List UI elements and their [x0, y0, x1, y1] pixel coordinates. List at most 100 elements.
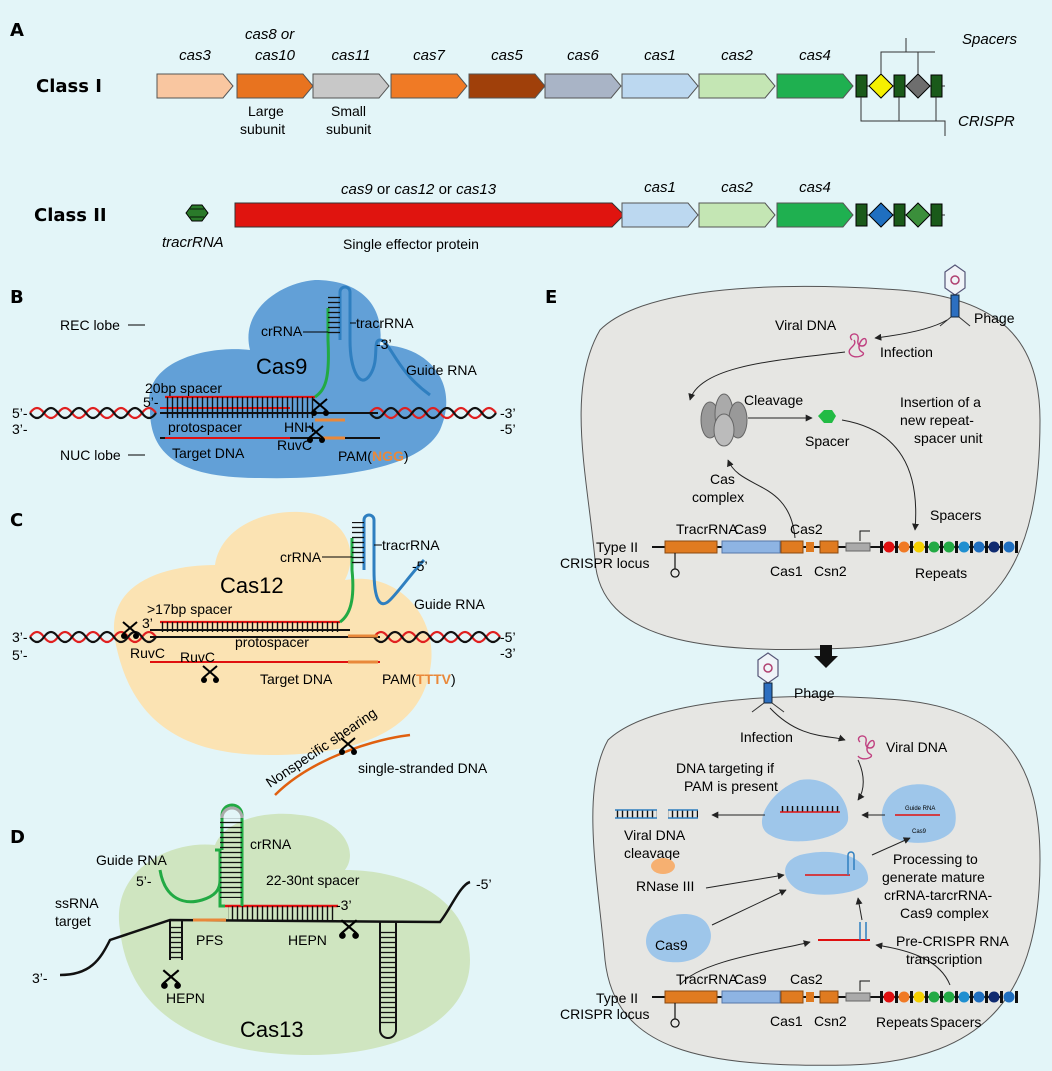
cas2-gene-label: Cas2	[790, 521, 823, 537]
crispr-label: CRISPR	[958, 113, 1015, 130]
right-bottom-end: -5’	[500, 421, 516, 437]
cas9-gene-label: Cas9	[734, 521, 767, 537]
cas12-protein-shape	[113, 511, 432, 755]
cas-complex-line2: complex	[692, 489, 744, 505]
panel-d: Guide RNA crRNA 5’- 22-30nt spacer -3’ s…	[32, 803, 492, 1055]
large-subunit-line2: subunit	[240, 121, 285, 137]
class2-gene-cas1	[621, 202, 699, 228]
five-prime-label: 5’-	[136, 873, 152, 889]
targeting-line2: PAM is present	[684, 778, 778, 794]
class1-gene-label-cas7: cas7	[413, 47, 445, 64]
class1-gene-cas2	[698, 73, 776, 99]
pre-crispr-line1: Pre-CRISPR RNA	[896, 933, 1009, 949]
panel-label-e: E	[545, 287, 557, 308]
panel-b: REC lobe crRNA tracrRNA -3’ Cas9 Guide R…	[12, 280, 516, 479]
class2-gene-label-cas1: cas1	[644, 179, 676, 196]
rec-lobe-label: REC lobe	[60, 317, 120, 333]
cas13-label: Cas13	[240, 1017, 304, 1042]
spacer-dot	[988, 991, 1000, 1003]
spacer-dot	[913, 991, 925, 1003]
ssrna-label-line2: target	[55, 913, 91, 929]
class1-gene-cas11	[312, 73, 390, 99]
repeats-label: Repeats	[915, 565, 967, 581]
cas9-gene-label-bottom: Cas9	[734, 971, 767, 987]
leader-block	[845, 992, 871, 1002]
class1-gene-label-cas10: cas10	[255, 47, 296, 64]
spacer-dot	[1003, 991, 1015, 1003]
viral-dna-label-bottom: Viral DNA	[886, 739, 948, 755]
viral-dna-icon	[848, 333, 867, 358]
panel-label-c: C	[10, 510, 23, 531]
class1-gene-label-cas11: cas11	[332, 47, 371, 64]
tracrrna-label: tracrRNA	[382, 537, 440, 553]
class1-gene-label-cas4: cas4	[799, 47, 831, 64]
class2-gene-label-cas2: cas2	[721, 179, 753, 196]
rnase-iii-icon	[651, 858, 675, 874]
rnase-label: RNase III	[636, 878, 694, 894]
guide-rna-label: Guide RNA	[414, 596, 485, 612]
top-locus-line2: CRISPR locus	[560, 555, 649, 571]
pam-label: PAM(NGG)	[338, 448, 409, 464]
spacer-dot	[1003, 541, 1015, 553]
phage-label-bottom: Phage	[794, 685, 835, 701]
class1-gene-cas4	[776, 73, 854, 99]
cleavage-line2: cleavage	[624, 845, 680, 861]
targeting-line1: DNA targeting if	[676, 760, 774, 776]
bacterial-cell-top	[580, 285, 1041, 651]
pfs-label: PFS	[196, 932, 223, 948]
infection-label-bottom: Infection	[740, 729, 793, 745]
ruvc-label: RuvC	[130, 645, 165, 661]
spacers-label: Spacers	[962, 31, 1018, 48]
class1-label: Class I	[36, 76, 102, 97]
class1-gene-label-cas6: cas6	[567, 47, 599, 64]
pre-crispr-line2: transcription	[906, 951, 982, 967]
panel-label-b: B	[10, 287, 24, 308]
tracrrna-label: TracrRNA	[676, 521, 738, 537]
spacer-dot	[898, 541, 910, 553]
cas1-gene-label-bottom: Cas1	[770, 1013, 803, 1029]
cas9-protein-icon	[646, 914, 711, 963]
protospacer-label: protospacer	[168, 419, 242, 435]
leader-block	[845, 542, 871, 552]
spacer-dot	[928, 541, 940, 553]
three-prime-label: -3’	[336, 897, 352, 913]
crrna-label: crRNA	[261, 323, 303, 339]
csn2-gene-block	[806, 542, 814, 552]
cas9-protein-label: Cas9	[655, 937, 688, 953]
effector-gene-arrow	[234, 202, 625, 228]
insertion-line3: spacer unit	[914, 430, 983, 446]
class2-label: Class II	[34, 205, 107, 226]
tracrrna-gene-block	[664, 990, 718, 1004]
crrna-label: crRNA	[250, 836, 292, 852]
bottom-locus-line2: CRISPR locus	[560, 1006, 649, 1022]
hepn-label-right: HEPN	[288, 932, 327, 948]
class1-gene-cas5	[468, 73, 546, 99]
cas2-gene-label-bottom: Cas2	[790, 971, 823, 987]
cas9-guide-complex	[881, 784, 956, 843]
infection-label: Infection	[880, 344, 933, 360]
crispr-locus-top	[652, 530, 1018, 578]
class2-crispr-array	[855, 202, 945, 228]
cas9-gene-block	[721, 540, 781, 554]
cas9-label: Cas9	[256, 354, 307, 379]
repeats-label-bottom: Repeats	[876, 1014, 928, 1030]
nuc-lobe-label: NUC lobe	[60, 447, 121, 463]
cleavage-line1: Viral DNA	[624, 827, 686, 843]
spacer-dot	[973, 991, 985, 1003]
class1-gene-label-cas3: cas3	[179, 47, 211, 64]
target-dna-label: Target DNA	[260, 671, 333, 687]
ssrna-target	[59, 880, 471, 977]
bottom-locus-line1: Type II	[596, 990, 638, 1006]
cas2-gene-block	[819, 540, 839, 554]
processing-line2: generate mature	[882, 869, 985, 885]
tracrrna-gene-block	[664, 540, 718, 554]
left-bottom-end: 3’-	[12, 421, 28, 437]
cleaved-dna-icon	[615, 809, 698, 819]
phage-label: Phage	[974, 310, 1015, 326]
class1-gene-cas1	[621, 73, 699, 99]
viral-dna-label: Viral DNA	[775, 317, 837, 333]
spacers-label: Spacers	[930, 507, 981, 523]
